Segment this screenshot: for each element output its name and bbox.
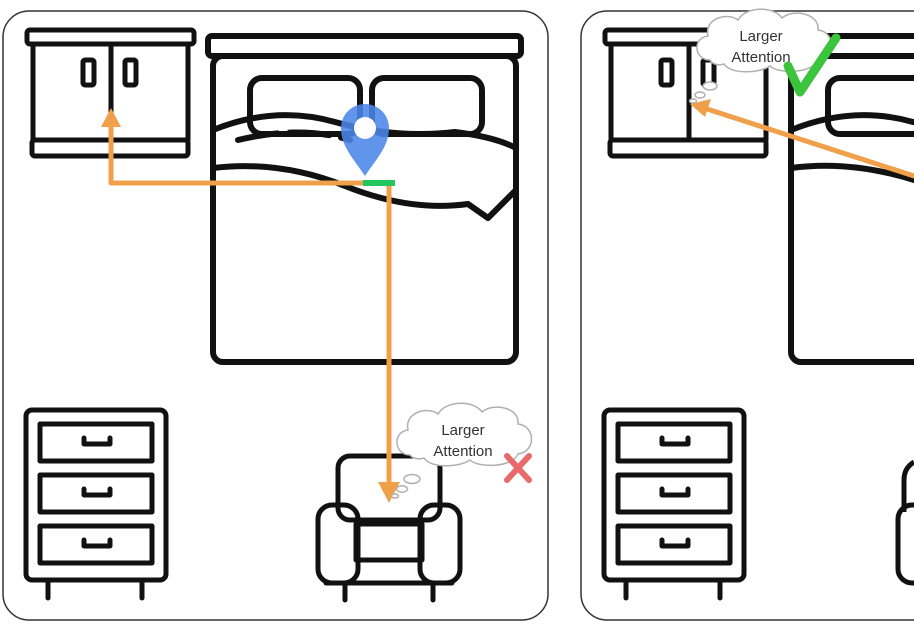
thought-cloud-icon — [688, 8, 833, 104]
thought-text-line2: Attention — [433, 443, 492, 460]
panel-right-border — [580, 10, 914, 621]
armchair-icon — [895, 459, 914, 586]
path-arrows-left — [108, 117, 392, 493]
arrowhead-to-armchair — [378, 482, 400, 503]
thought-text-line2: Attention — [731, 49, 790, 66]
path-arrow-right — [701, 105, 914, 179]
thought-text-line1: Larger — [441, 422, 484, 439]
cabinet-icon — [602, 27, 775, 159]
panel-left-border — [2, 10, 549, 621]
panel-right: Larger Attention — [580, 8, 914, 621]
dresser-icon — [23, 407, 169, 601]
arrowhead-to-cabinet — [101, 108, 121, 127]
panel-left: Larger Attention — [2, 10, 549, 621]
check-icon — [783, 33, 841, 97]
cross-icon — [504, 453, 532, 483]
arrowhead-to-cabinet — [690, 99, 711, 117]
thought-cloud-icon — [390, 402, 533, 499]
thought-text-line1: Larger — [739, 28, 782, 45]
location-pin-icon — [341, 104, 389, 176]
dresser-icon — [601, 407, 747, 601]
